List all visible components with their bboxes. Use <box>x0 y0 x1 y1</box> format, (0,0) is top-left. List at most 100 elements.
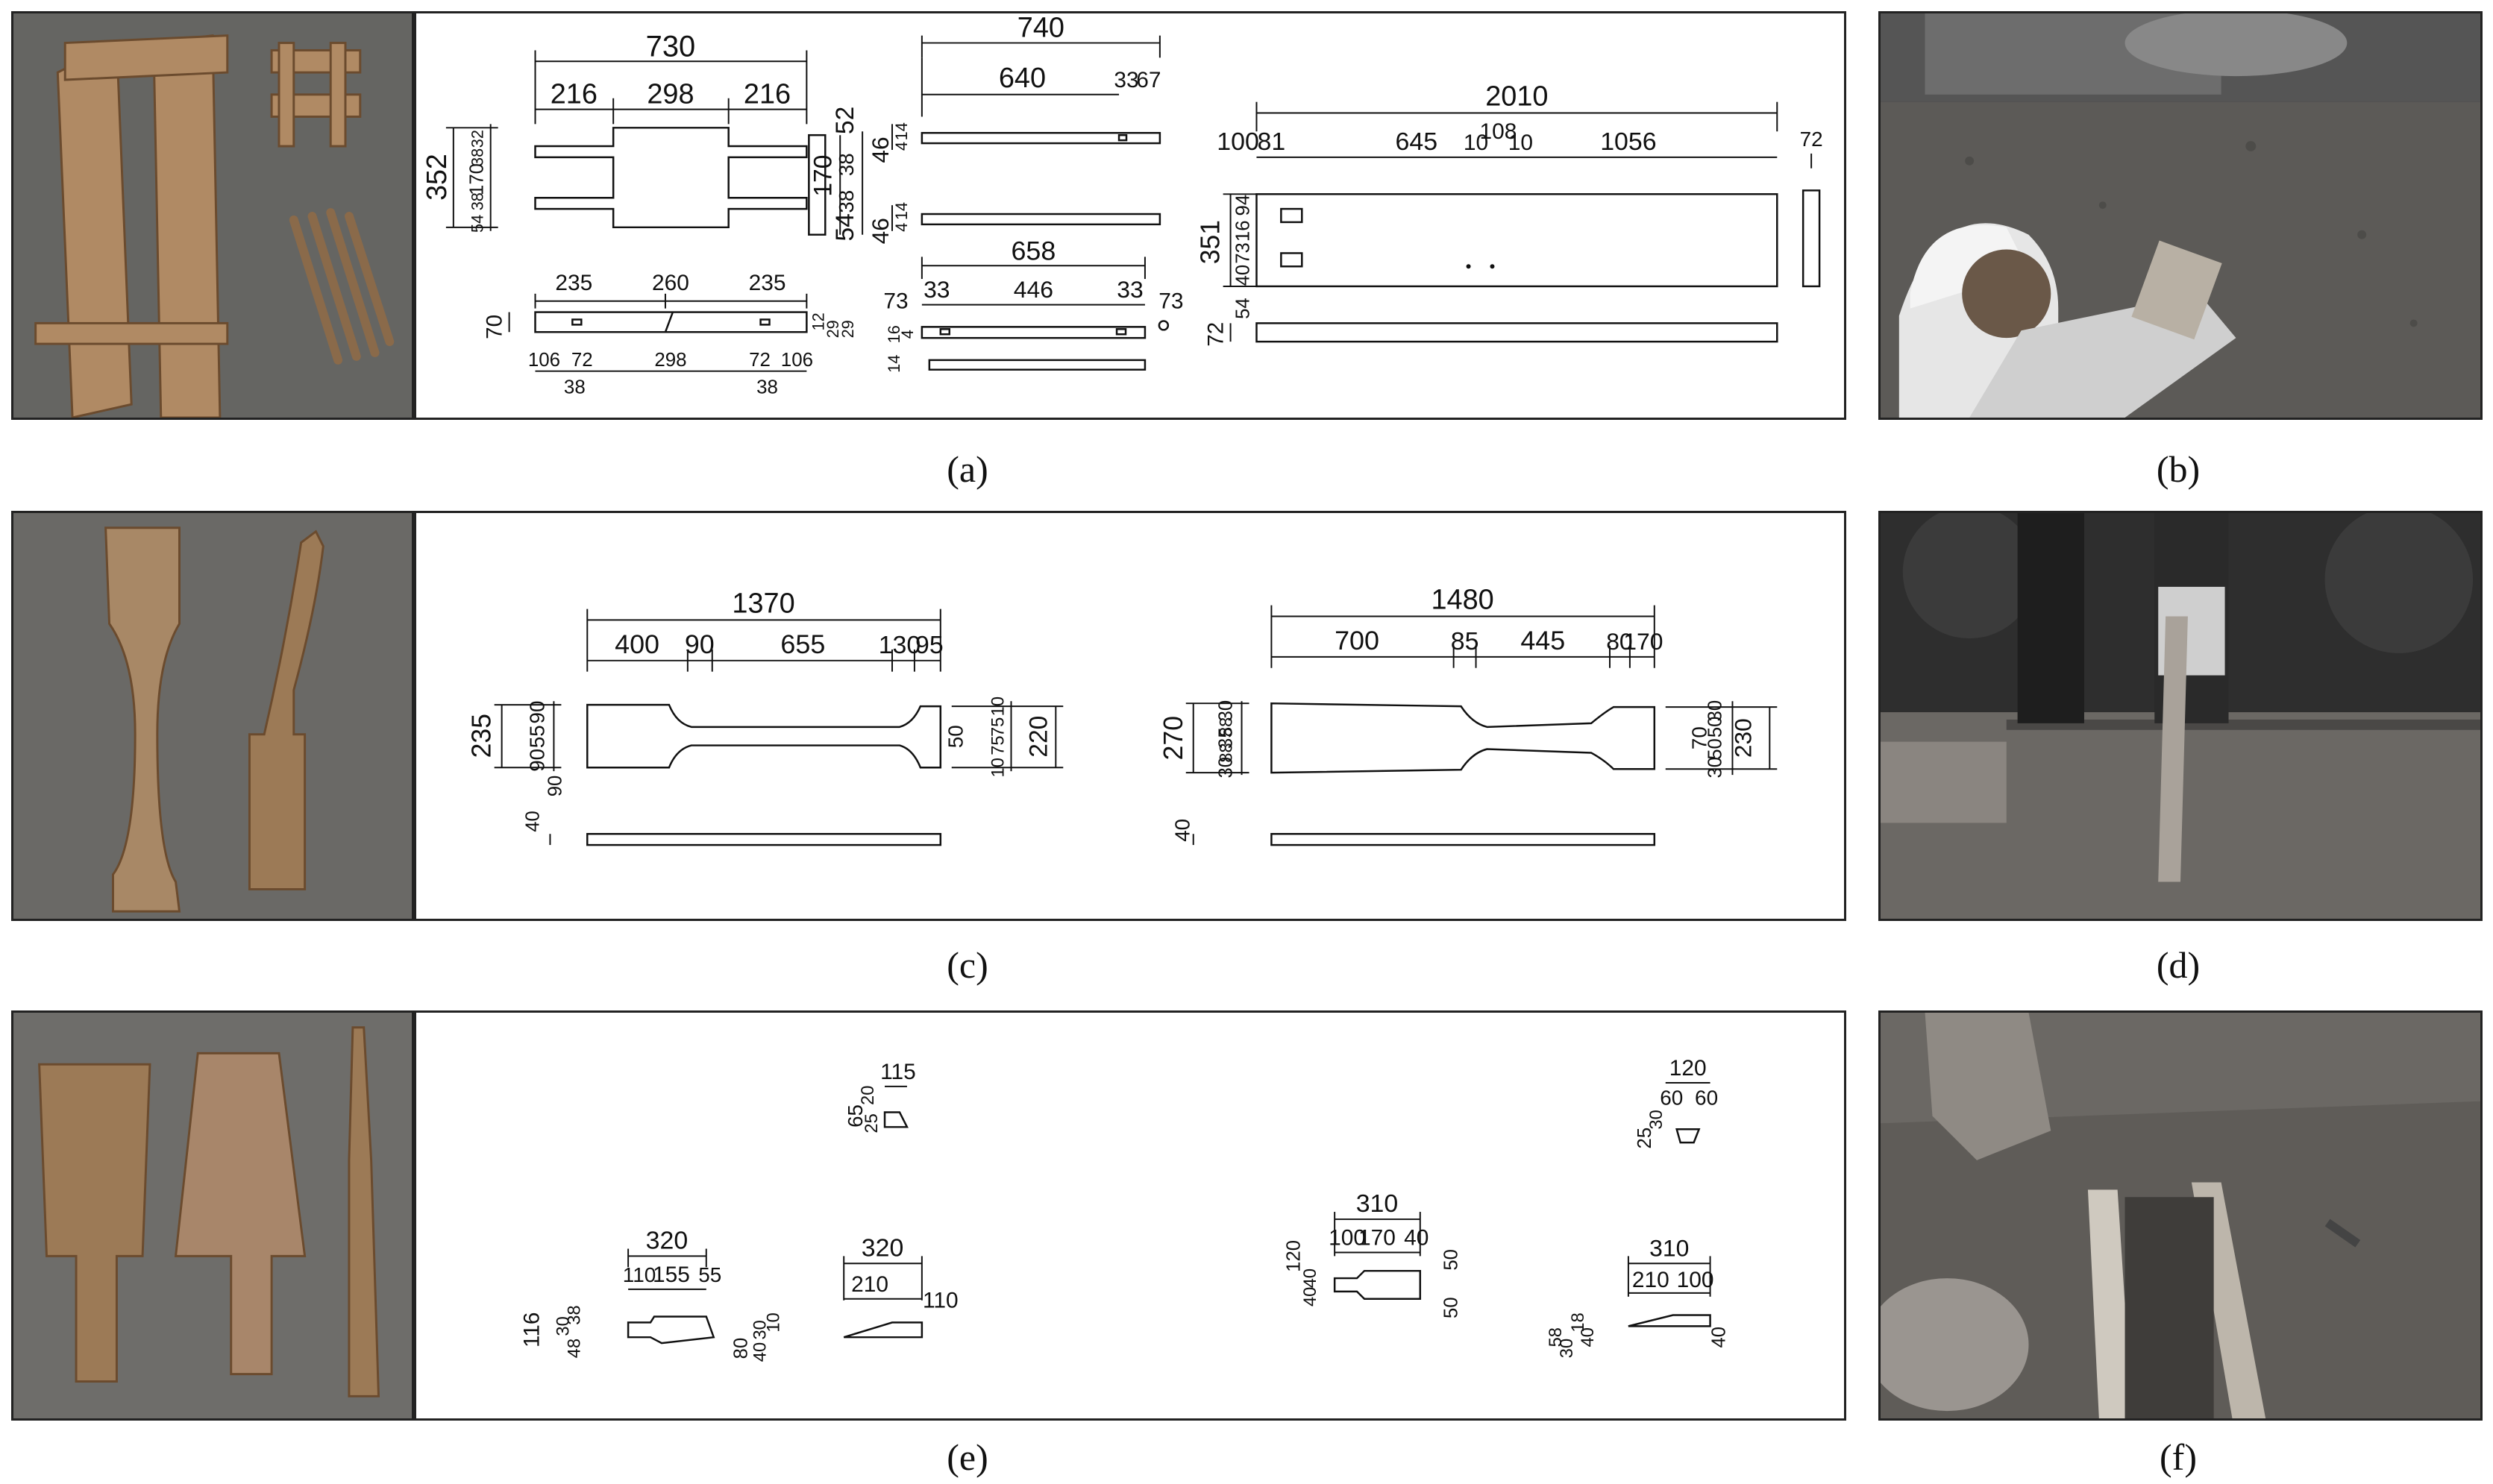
dimension-label: 38 <box>564 377 586 397</box>
dimension-label: 38 <box>468 192 487 210</box>
dimension-label: 170 <box>1623 628 1663 655</box>
paddle-rammer-photo <box>11 511 414 921</box>
dimension-label: 40 <box>1404 1226 1429 1251</box>
dimension-label: 30 <box>1646 1110 1666 1129</box>
dimension-label: 54 <box>831 213 859 241</box>
dimension-label: 4 <box>892 223 911 232</box>
dimension-label: 155 <box>653 1263 690 1287</box>
dimension-label: 70 <box>483 315 507 339</box>
dimension-label: 40 <box>522 811 543 832</box>
dimension-label: 40 <box>750 1342 770 1362</box>
dimension-label: 60 <box>1695 1087 1718 1110</box>
dimension-label: 216 <box>744 78 791 110</box>
dimension-label: 352 <box>421 154 452 201</box>
dimension-label: 235 <box>749 271 786 295</box>
dimension-label: 130 <box>879 631 921 659</box>
dimension-label: 10 <box>988 697 1008 716</box>
dimension-label: 94 <box>1232 195 1253 216</box>
dimension-label: 400 <box>615 629 659 659</box>
dimension-label: 72 <box>571 350 593 371</box>
dimension-label: 40 <box>1232 265 1253 286</box>
dimension-label: 20 <box>858 1086 878 1105</box>
dimension-label: 645 <box>1396 128 1438 156</box>
dimension-label: 48 <box>564 1339 584 1358</box>
dimension-label: 38 <box>835 190 858 213</box>
dimension-label: 10 <box>763 1312 783 1332</box>
dimension-label: 90 <box>525 749 548 772</box>
dimension-label: 73 <box>1232 242 1253 264</box>
dimension-label: 115 <box>880 1060 916 1084</box>
dimension-label: 210 <box>851 1272 888 1297</box>
dimension-label: 230 <box>1729 718 1756 758</box>
dimension-label: 10 <box>988 758 1008 777</box>
dimension-label: 446 <box>1014 276 1053 303</box>
dimension-label: 70 <box>1687 726 1710 749</box>
dimension-label: 40 <box>1578 1327 1598 1347</box>
dimension-label: 16 <box>885 325 903 343</box>
dimension-label: 320 <box>646 1227 689 1255</box>
dimension-label: 88 <box>1216 743 1236 762</box>
dimension-label: 116 <box>519 1312 544 1348</box>
dimension-label: 33 <box>1114 68 1138 92</box>
dimension-label: 14 <box>892 122 911 140</box>
ramming-workers-photo <box>1878 511 2483 921</box>
dimension-label: 216 <box>551 78 598 110</box>
dimension-label: 50 <box>1441 1249 1462 1271</box>
caption-f: (f) <box>2160 1436 2197 1478</box>
dimension-label: 106 <box>528 350 560 371</box>
dimension-label: 2010 <box>1485 81 1548 112</box>
dimension-label: 30 <box>553 1316 573 1336</box>
dimension-label: 75 <box>988 717 1008 737</box>
dimension-label: 10 <box>1464 131 1488 155</box>
dimension-label: 445 <box>1520 626 1565 655</box>
caption-a: (a) <box>947 448 988 490</box>
dimension-label: 54 <box>1232 298 1253 319</box>
dimension-label: 55 <box>698 1263 721 1286</box>
dimension-label: 110 <box>623 1263 656 1286</box>
dimension-label: 658 <box>1011 236 1056 265</box>
dimension-label: 30 <box>1705 757 1725 779</box>
dimension-label: 85 <box>1451 627 1479 655</box>
dimension-label: 1480 <box>1431 584 1493 615</box>
dimension-label: 90 <box>545 776 565 797</box>
dimension-label: 35 <box>1215 727 1236 749</box>
dimension-label: 310 <box>1649 1235 1689 1262</box>
dimension-label: 75 <box>988 735 1008 755</box>
dimension-label: 30 <box>1705 700 1725 722</box>
caption-e: (e) <box>947 1436 988 1478</box>
dimension-label: 81 <box>1258 128 1286 156</box>
dimension-label: 88 <box>1216 717 1236 737</box>
dimension-label: 235 <box>555 271 592 295</box>
dimension-label: 4 <box>892 142 911 151</box>
dimension-label: 655 <box>780 629 825 659</box>
dimension-label: 33 <box>923 276 950 303</box>
dimension-label: 50 <box>1705 717 1725 738</box>
earth-filling-photo <box>1878 1010 2483 1421</box>
dimension-label: 18 <box>1568 1312 1588 1332</box>
dimension-label: 700 <box>1335 626 1379 655</box>
dimension-label: 10 <box>1508 131 1533 155</box>
dimension-label: 108 <box>1480 119 1517 144</box>
dimension-label: 730 <box>646 31 696 63</box>
dimension-label: 25 <box>862 1113 882 1133</box>
dimension-label: 40 <box>1171 819 1194 842</box>
dimension-label: 320 <box>862 1234 904 1263</box>
dimension-label: 110 <box>923 1289 959 1313</box>
dimension-label: 40 <box>1300 1287 1320 1307</box>
dimension-label: 29 <box>824 320 842 338</box>
dimension-label: 310 <box>1356 1189 1399 1218</box>
dimension-label: 16 <box>1232 220 1253 242</box>
dimension-label: 65 <box>844 1104 867 1128</box>
dimension-label: 73 <box>883 289 908 314</box>
dimension-label: 50 <box>1705 738 1725 760</box>
dimension-label: 55 <box>525 725 548 748</box>
dimension-label: 298 <box>654 350 686 371</box>
dimension-label: 67 <box>1136 68 1161 92</box>
dimension-label: 90 <box>685 629 715 659</box>
dimension-label: 50 <box>1441 1297 1462 1318</box>
dimension-label: 170 <box>1358 1226 1396 1251</box>
wall-smoothing-photo <box>1878 11 2483 420</box>
dimension-label: 30 <box>1557 1339 1577 1358</box>
